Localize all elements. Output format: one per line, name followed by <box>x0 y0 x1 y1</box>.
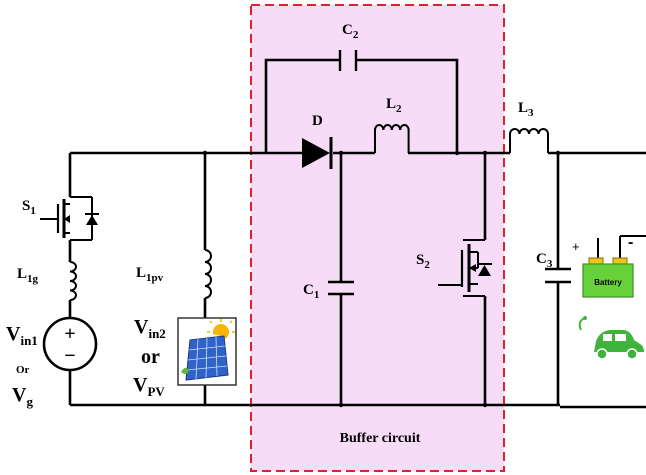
buffer-region <box>250 4 505 472</box>
inductor-l3 <box>509 128 549 153</box>
label-vin1: Vin1 <box>6 323 38 348</box>
inductor-l1pv <box>204 249 212 299</box>
battery-label: Battery <box>594 278 622 287</box>
label-l2: L2 <box>386 96 402 115</box>
label-l3: L3 <box>518 100 534 119</box>
label-c3: C3 <box>536 251 553 270</box>
label-c1: C1 <box>303 282 319 301</box>
label-s1: S1 <box>22 198 36 217</box>
inductor-l2 <box>374 124 410 153</box>
label-or2: or <box>141 346 160 368</box>
label-or1: Or <box>16 364 30 376</box>
diode-d <box>302 137 333 169</box>
mosfet-s2 <box>438 239 492 297</box>
label-d: D <box>312 113 323 129</box>
battery-icon: Battery <box>582 257 634 298</box>
voltage-source-vin1: + − <box>42 316 98 372</box>
source-minus-sign: − <box>64 345 75 367</box>
battery-minus-sign: - <box>628 234 633 251</box>
mosfet-s1 <box>40 196 99 241</box>
capacitor-c1 <box>328 280 354 296</box>
capacitor-c3 <box>545 267 571 284</box>
wiring <box>68 58 646 409</box>
inductor-l1g <box>69 261 77 301</box>
capacitor-c2 <box>338 50 358 71</box>
label-c2: C2 <box>342 22 359 41</box>
junction-dots <box>202 150 561 408</box>
solar-panel-icon <box>177 317 237 386</box>
buffer-circuit-label: Buffer circuit <box>340 431 421 446</box>
label-s2: S2 <box>416 252 430 271</box>
battery-plus-sign: + <box>572 239 580 254</box>
label-l1pv: L1pv <box>136 265 164 284</box>
electric-car-icon <box>578 316 644 360</box>
label-vin2: Vin2 <box>134 316 166 341</box>
source-plus-sign: + <box>64 323 75 345</box>
label-vpv: VPV <box>133 374 165 399</box>
label-l1g: L1g <box>17 266 39 285</box>
label-vg: Vg <box>12 384 33 409</box>
